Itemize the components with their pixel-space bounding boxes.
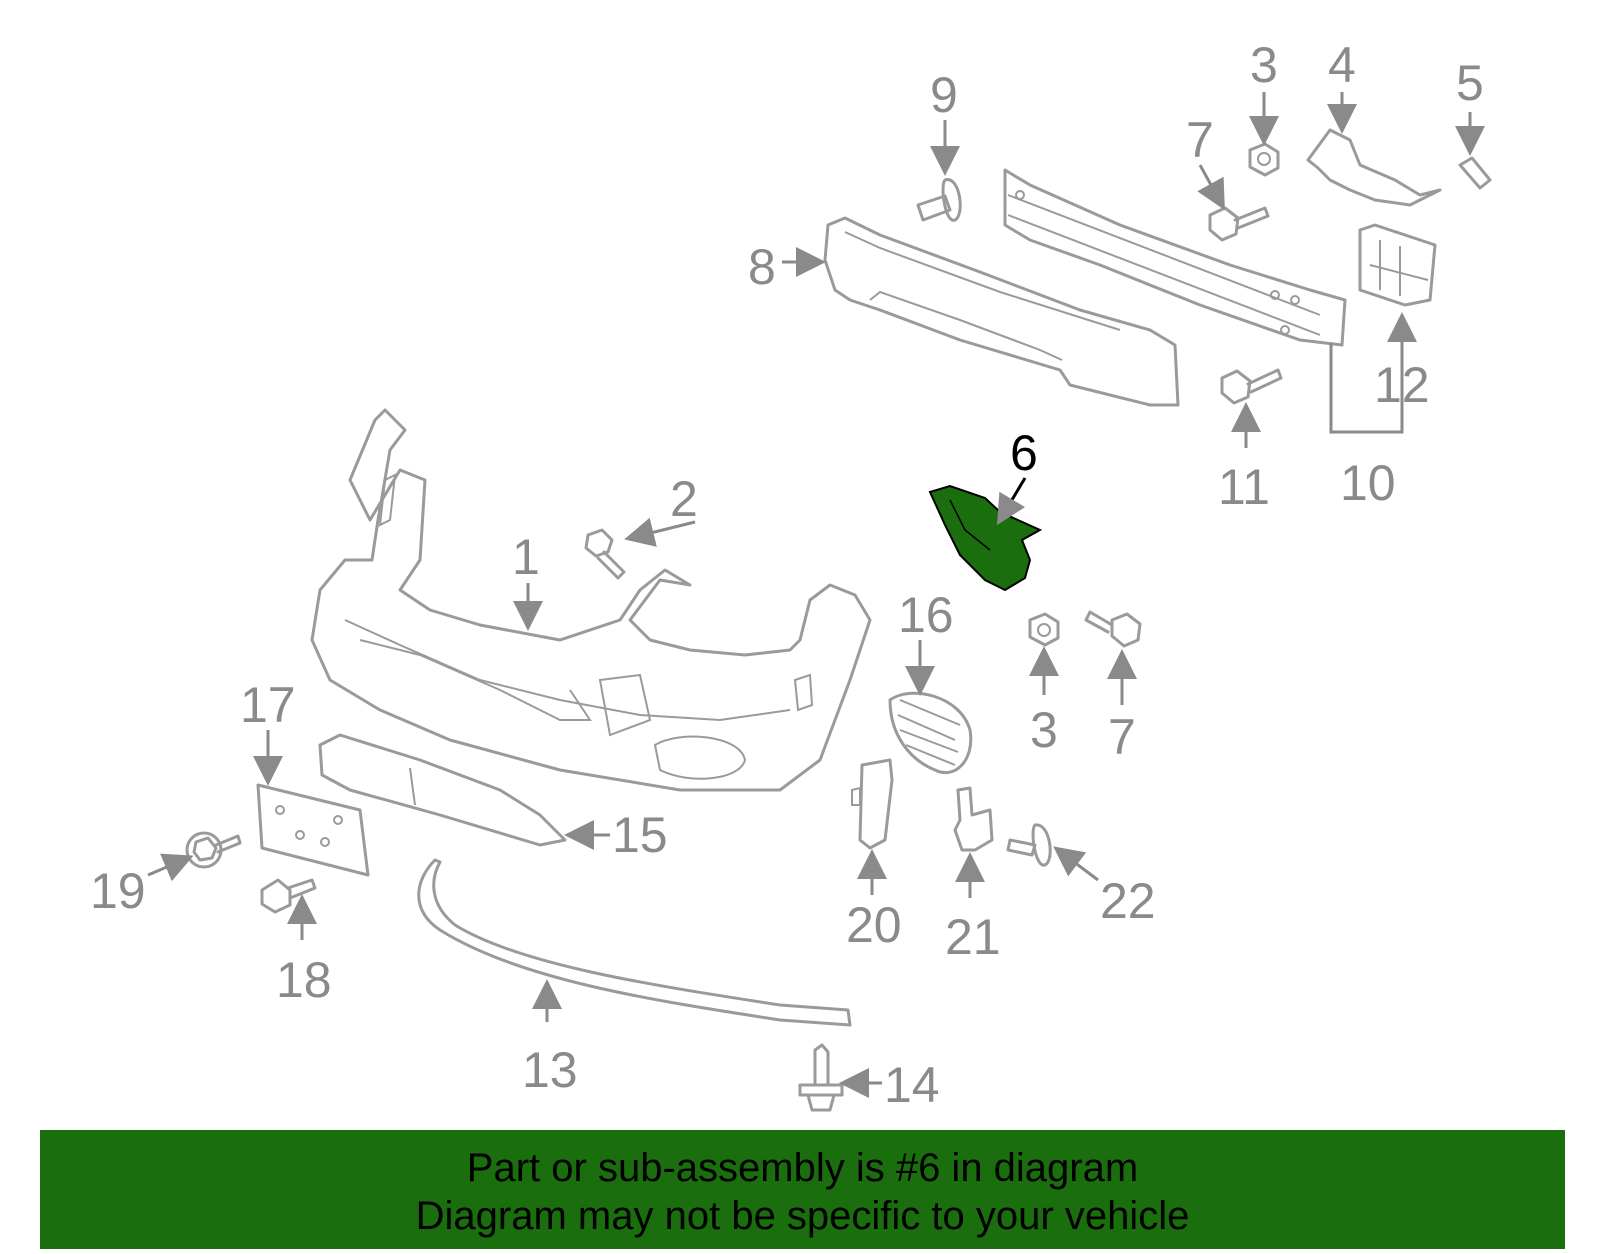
callout-8: 8 [748,239,776,295]
part-7-bolt-upper [1208,206,1270,242]
part-3-nut-upper [1248,142,1280,177]
callout-16: 16 [898,587,954,643]
part-2-bolt [584,528,626,580]
callout-15: 15 [612,807,668,863]
part-16-fog-lamp-bezel [888,691,973,775]
callout-3-lower: 3 [1030,702,1058,758]
callout-6: 6 [1010,425,1038,481]
part-22-push-pin [1006,823,1052,867]
callout-18: 18 [276,952,332,1008]
part-4-bracket [1306,128,1442,207]
callout-2: 2 [670,471,698,527]
callout-4: 4 [1328,37,1356,93]
callout-1: 1 [512,529,540,585]
callout-9: 9 [930,67,958,123]
part-5-clip [1458,156,1492,190]
part-14-push-retainer [798,1043,844,1112]
part-7-bolt-lower [1084,610,1142,648]
callout-20: 20 [846,897,902,953]
callout-13: 13 [522,1042,578,1098]
part-20-bracket [851,758,894,850]
part-11-bolt [1220,368,1283,405]
part-21-bracket [953,786,994,852]
part-13-lower-deflector [417,858,852,1027]
callout-21: 21 [945,909,1001,965]
part-3-nut-lower [1028,612,1060,647]
part-6-highlighted-bracket [928,484,1043,592]
info-banner: Part or sub-assembly is #6 in diagram Di… [40,1130,1565,1249]
banner-line-1: Part or sub-assembly is #6 in diagram [466,1146,1139,1190]
part-15-grille-strip [318,733,567,847]
callout-7-lower: 7 [1108,709,1136,765]
callout-3-upper: 3 [1250,37,1278,93]
callout-17: 17 [240,677,296,733]
part-8-energy-absorber [823,216,1180,407]
part-19-bolt [185,831,242,869]
callout-19: 19 [90,863,146,919]
callout-7-upper: 7 [1186,112,1214,168]
part-9-push-pin [916,178,962,222]
leader-arrows [147,92,1485,1098]
part-12-bracket [1358,223,1437,307]
part-18-screw [260,878,317,914]
callout-14: 14 [884,1057,940,1113]
callout-22: 22 [1100,873,1156,929]
part-10-impact-bar [1003,168,1347,347]
callout-5: 5 [1456,55,1484,111]
banner-line-2: Diagram may not be specific to your vehi… [415,1194,1190,1238]
part-17-license-bracket [256,783,370,877]
callout-11: 11 [1218,459,1270,515]
callout-12: 12 [1374,357,1430,413]
part-1-bumper-cover [310,408,872,792]
callout-10: 10 [1340,455,1396,511]
